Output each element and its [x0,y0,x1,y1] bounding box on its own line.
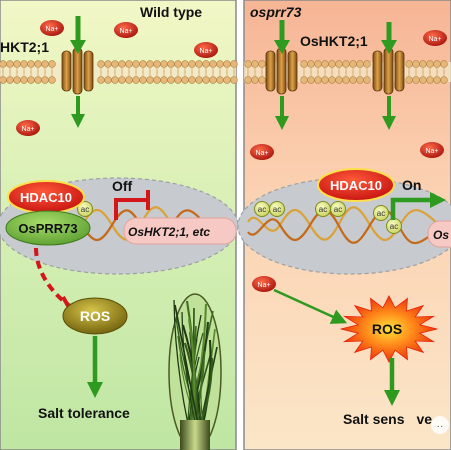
right-na-ion-2: Na+ [250,144,274,160]
left-panel-title: Wild type [140,4,202,20]
left-membrane [0,60,238,84]
left-outcome-arrow [87,336,103,398]
right-transporter-label: OsHKT2;1 [300,33,368,49]
left-ros: ROS [62,297,128,335]
left-flux-arrow-top [70,16,86,54]
svg-text:ROS: ROS [80,308,110,324]
right-hdac10: HDAC10 [317,168,395,202]
right-gene-box-partial: Os [427,220,451,248]
left-gene-box: OsHKT2;1, etc [123,217,237,245]
svg-text:··: ·· [437,421,444,432]
svg-text:Na+: Na+ [257,282,270,289]
right-flux-arrow-1-top [274,20,290,54]
svg-text:ac: ac [377,209,385,218]
rice-plant-image [168,293,222,450]
left-ac-mark: ac [77,201,93,217]
left-gene-label: OsHKT2;1, etc [128,225,210,239]
left-transporter-label: HKT2;1 [0,39,49,55]
svg-text:ac: ac [273,205,281,214]
left-outcome-label: Salt tolerance [38,405,130,421]
left-na-ion-1: Na+ [40,20,64,36]
right-channel-1 [265,47,298,95]
left-osprr73: OsPRR73 [5,210,91,246]
svg-text:ac: ac [81,205,89,214]
right-outcome-arrow [384,358,400,406]
right-flux-arrow-2-top [381,22,397,54]
svg-text:ROS: ROS [372,321,402,337]
right-ros: ROS [340,295,438,363]
right-na-ion-4: Na+ [252,276,276,292]
right-flux-arrow-2-bottom [382,96,396,130]
right-on-activation: On [390,177,446,220]
right-flux-arrow-1-bottom [275,96,289,130]
left-na-ion-3: Na+ [194,42,218,58]
left-off-inhibition: Off [112,178,150,220]
svg-text:ac: ac [258,205,266,214]
svg-text:Na+: Na+ [21,126,34,133]
svg-text:ac: ac [390,222,398,231]
left-channel-1 [61,47,94,95]
svg-text:ac: ac [334,205,342,214]
right-na-to-ros-arrow [273,288,348,324]
svg-text:OsPRR73: OsPRR73 [18,221,77,236]
left-hdac10: HDAC10 [7,180,85,214]
svg-text:Na+: Na+ [199,48,212,55]
svg-text:Os: Os [433,228,449,242]
right-switch-label: On [402,177,421,193]
svg-text:HDAC10: HDAC10 [20,190,72,205]
left-switch-label: Off [112,178,133,194]
left-na-ion-2: Na+ [114,22,138,38]
svg-text:Na+: Na+ [45,26,58,33]
right-panel-title: osprr73 [250,4,302,20]
svg-text:ac: ac [319,205,327,214]
right-na-ion-1: Na+ [423,30,447,46]
left-na-ion-4: Na+ [16,120,40,136]
watermark-logo: ·· [431,416,449,434]
left-flux-arrow-bottom [71,96,85,128]
svg-text:Na+: Na+ [428,36,441,43]
svg-text:Na+: Na+ [119,28,132,35]
svg-text:HDAC10: HDAC10 [330,178,382,193]
right-channel-2 [372,47,405,95]
svg-text:Na+: Na+ [255,150,268,157]
left-panel: Wild type HKT2;1 Na+ Na+ Na+ [0,0,239,450]
right-panel: osprr73 OsHKT2;1 Na+ Na+ Na+ [237,0,451,450]
right-na-ion-3: Na+ [420,142,444,158]
svg-text:Na+: Na+ [425,148,438,155]
